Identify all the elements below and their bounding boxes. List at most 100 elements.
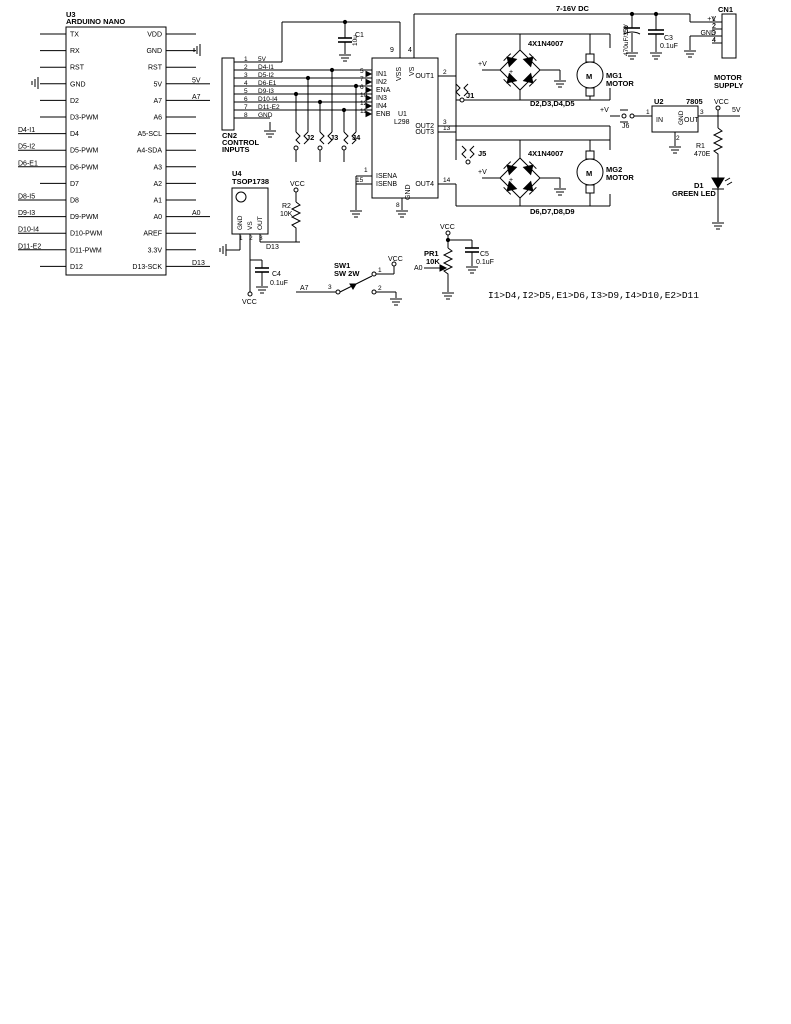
pr1-vcc: VCC	[440, 224, 455, 231]
arduino-pin-d8: D8	[70, 198, 79, 205]
arduino-net-d4-i1: D4-I1	[18, 127, 35, 134]
arduino-gnd-symbol-right	[193, 43, 201, 57]
driver-gnd: GND	[405, 184, 412, 200]
cn2-net-d9-i3: D9-I3	[258, 88, 274, 95]
d1-ref: D1	[694, 181, 704, 190]
arduino-pin-a4-sda: A4-SDA	[137, 148, 163, 155]
cn1-pin-label-4: 4	[712, 37, 716, 44]
driver-input-in3: IN3	[376, 95, 387, 102]
driver-pin-vs: 4	[408, 47, 412, 54]
isena-pin: 1	[364, 167, 368, 174]
arduino-pin-a1: A1	[153, 198, 162, 205]
reg-pin-in: 1	[646, 109, 650, 116]
arduino-pin-d3-pwm: D3-PWM	[70, 115, 99, 122]
driver-output-pin-2: 2	[443, 69, 447, 76]
arduino-net-d8-i5: D8-I5	[18, 194, 35, 201]
mg1-motor-label: MOTOR	[606, 79, 634, 88]
arduino-net-d13-right: D13	[192, 260, 205, 267]
reg-vcc: VCC	[714, 99, 729, 106]
arduino-pin-d6-pwm: D6-PWM	[70, 164, 99, 171]
ir-pin-num-2: 2	[249, 235, 253, 242]
cn2-pin-2: 2	[244, 64, 248, 71]
arduino-pin-a0: A0	[153, 214, 162, 221]
arduino-pin-rst: RST	[70, 65, 85, 72]
reg-out: OUT	[684, 117, 700, 124]
driver-input-pin-12: 12	[360, 100, 368, 107]
power-supply: 7-16V DC C2 470uF/35V C3 0.1uF CN1 +V122…	[556, 4, 743, 90]
cn1-pin-num-4: 4	[712, 37, 716, 44]
sw1-pin-2: 2	[378, 285, 382, 292]
mg1-diode-part: 4X1N4007	[528, 39, 563, 48]
reg-ref: U2	[654, 97, 664, 106]
ir-ref: U4	[232, 169, 242, 178]
arduino-net-d6-e1: D6-E1	[18, 160, 38, 167]
driver-input-pin-11: 11	[360, 108, 367, 115]
r1-ref: R1	[696, 143, 705, 150]
cn2-net-d6-e1: D6-E1	[258, 80, 277, 87]
arduino-ref: U3	[66, 10, 76, 19]
arduino-net-d5-i2: D5-I2	[18, 144, 35, 151]
arduino-net-a0-right: A0	[192, 210, 201, 217]
pr1-value: 10K	[426, 257, 440, 266]
arduino-pin-d5-pwm: D5-PWM	[70, 148, 99, 155]
mg2-diodes: D6,D7,D8,D9	[530, 207, 575, 216]
isena-label: ISENA	[376, 173, 397, 180]
reg-jumper: J6	[622, 123, 630, 130]
mg2-bridge-plus: +	[509, 177, 513, 184]
ir-pin-vs: VS	[247, 221, 254, 230]
r2-ref: R2	[282, 203, 291, 210]
arduino-pin-a6: A6	[153, 115, 162, 122]
cn1-ref: CN1	[718, 5, 733, 14]
reg-in: IN	[656, 117, 663, 124]
ir-pin-out: OUT	[257, 216, 264, 230]
arduino-pin-d10-pwm: D10-PWM	[70, 231, 102, 238]
arduino-pin-tx: TX	[70, 32, 79, 39]
pr1-net: A0	[414, 265, 423, 272]
cn1-pin-num-2: 2	[712, 23, 716, 30]
l298-driver: U1 L298 VSS VS 9 4 IN15IN27ENA6IN310IN41…	[349, 13, 690, 218]
d1-value: GREEN LED	[672, 189, 716, 198]
c3-ref: C3	[664, 35, 673, 42]
cn2-net-d10-i4: D10-I4	[258, 96, 278, 103]
arduino-pin-a2: A2	[153, 181, 162, 188]
switch-sw1: SW1 SW 2W A7 3 1 2 VCC	[296, 256, 403, 306]
cn2-label-1: CONTROL	[222, 138, 259, 147]
driver-input-pin-6: 6	[360, 84, 364, 91]
pr1-ref: PR1	[424, 249, 439, 258]
arduino-pin-gnd: GND	[146, 48, 162, 55]
c5-value: 0.1uF	[476, 259, 494, 266]
mg2-diode-part: 4X1N4007	[528, 149, 563, 158]
motor-supply-2: SUPPLY	[714, 81, 743, 90]
arduino-pin-3-3v: 3.3V	[148, 247, 163, 254]
mg1-diodes: D2,D3,D4,D5	[530, 99, 575, 108]
cn2-net-gnd: GND	[258, 112, 273, 119]
r1-value: 470E	[694, 151, 711, 158]
arduino-nano: U3 ARDUINO NANO TXRXRSTGNDD2D3-PWMD4D4-I…	[18, 10, 210, 276]
reg-plus-v: +V	[600, 107, 609, 114]
c1-ref: C1	[355, 32, 364, 39]
supply-title: 7-16V DC	[556, 4, 590, 13]
arduino-name: ARDUINO NANO	[66, 17, 125, 26]
c2-value: 470uF/35V	[623, 24, 630, 56]
arduino-pin-aref: AREF	[143, 231, 162, 238]
driver-vs: VS	[409, 66, 416, 76]
reg-5v: 5V	[732, 107, 741, 114]
cn2-ref: CN2	[222, 131, 237, 140]
cn1-pin-label-1: +V	[707, 16, 716, 23]
cn1-pin-label-3: GND	[700, 30, 716, 37]
motor-2-circuit: 4X1N4007 + +V M MG2 MOTOR D6,D7,D8,D9 J5	[438, 125, 634, 216]
cn2-net-d11-e2: D11-E2	[258, 104, 280, 111]
capacitor-c1: C1 10u	[338, 19, 364, 62]
mg1-m-glyph: M	[586, 72, 592, 81]
mg2-m-glyph: M	[586, 169, 592, 178]
arduino-net-a7-right: A7	[192, 94, 201, 101]
j1-label: J1	[466, 91, 474, 100]
driver-input-in4: IN4	[376, 103, 387, 110]
jumpers-j2-j4: J2 J3 J4	[293, 131, 361, 162]
mg2-motor-label: MOTOR	[606, 173, 634, 182]
